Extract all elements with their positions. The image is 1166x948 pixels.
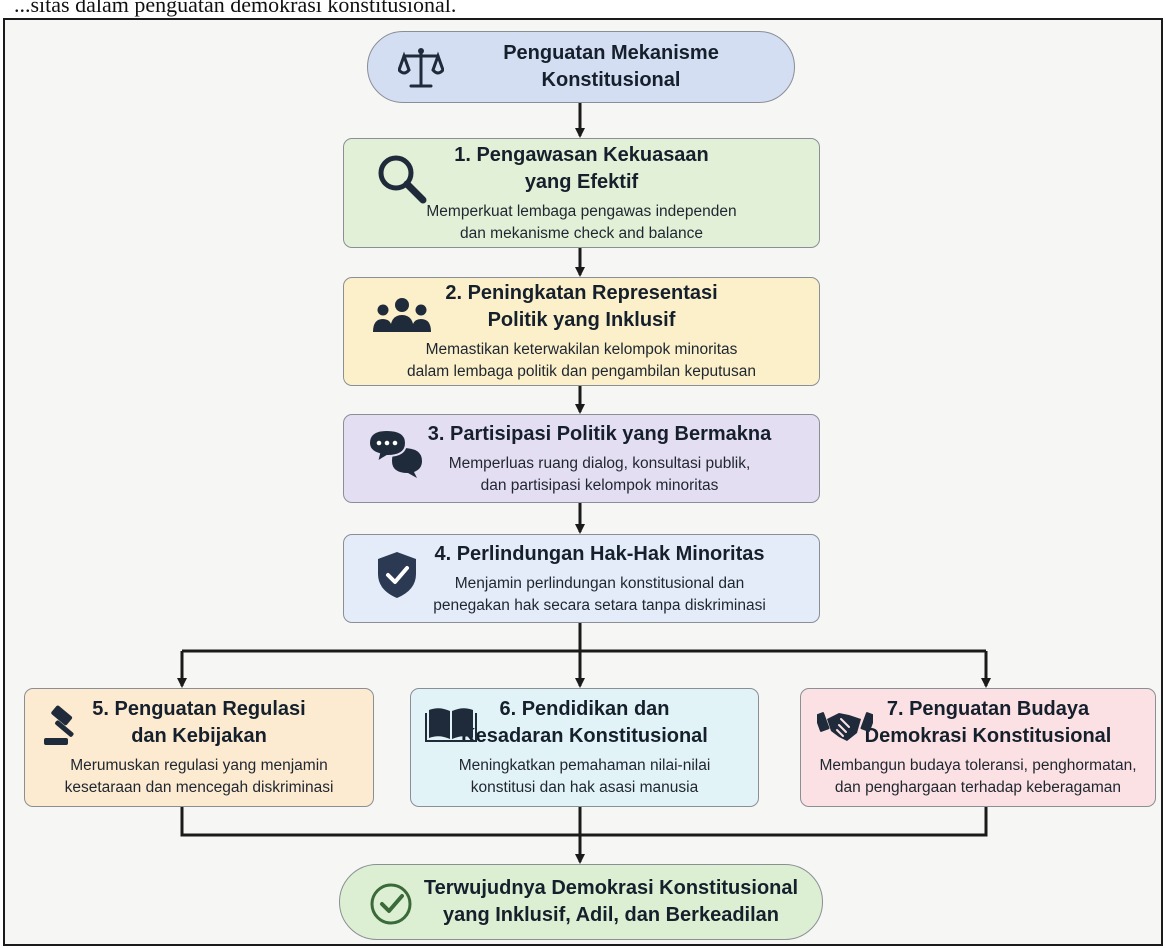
shield-check-icon	[372, 547, 422, 603]
branch-6-title: 6. Pendidikan dan Kesadaran Konstitusion…	[461, 698, 708, 747]
step-2-desc: Memastikan keterwakilan kelompok minorit…	[407, 341, 756, 380]
gavel-icon	[41, 703, 87, 749]
page-caption: ...sitas dalam penguatan demokrasi konst…	[14, 0, 457, 17]
check-circle-icon	[366, 879, 416, 929]
branch-5-box: 5. Penguatan Regulasi dan Kebijakan Meru…	[24, 688, 374, 807]
step-2-box: 2. Peningkatan Representasi Politik yang…	[343, 277, 820, 386]
step-1-box: 1. Pengawasan Kekuasaan yang Efektif Mem…	[343, 138, 820, 248]
branch-6-box: 6. Pendidikan dan Kesadaran Konstitusion…	[410, 688, 759, 807]
start-node: Penguatan Mekanisme Konstitusional	[367, 31, 795, 103]
branch-6-desc: Meningkatkan pemahaman nilai-nilai konst…	[458, 757, 711, 796]
step-3-title: 3. Partisipasi Politik yang Bermakna	[427, 422, 772, 445]
step-1-desc: Memperkuat lembaga pengawas independen d…	[426, 202, 737, 242]
open-book-icon	[425, 703, 477, 743]
merge-line	[180, 806, 988, 837]
end-node: Terwujudnya Demokrasi Konstitusional yan…	[339, 864, 823, 940]
chat-bubbles-icon	[366, 427, 426, 479]
branch-5-title: 5. Penguatan Regulasi dan Kebijakan	[92, 698, 306, 747]
start-title: Penguatan Mekanisme Konstitusional	[503, 42, 719, 91]
people-group-icon	[372, 294, 432, 338]
step-3-box: 3. Partisipasi Politik yang Bermakna Mem…	[343, 414, 820, 503]
branch-5-desc: Merumuskan regulasi yang menjamin keseta…	[64, 757, 334, 796]
step-4-desc: Menjamin perlindungan konstitusional dan…	[433, 574, 766, 614]
step-2-title: 2. Peningkatan Representasi Politik yang…	[445, 282, 718, 331]
step-4-box: 4. Perlindungan Hak-Hak Minoritas Menjam…	[343, 534, 820, 623]
magnifier-icon	[374, 151, 430, 207]
step-3-desc: Memperluas ruang dialog, konsultasi publ…	[448, 454, 751, 494]
branch-7-box: 7. Penguatan Budaya Demokrasi Konstitusi…	[800, 688, 1156, 807]
scales-icon	[396, 44, 446, 92]
step-4-title: 4. Perlindungan Hak-Hak Minoritas	[434, 542, 765, 565]
end-title: Terwujudnya Demokrasi Konstitusional yan…	[423, 877, 799, 926]
branch-7-desc: Membangun budaya toleransi, penghormatan…	[819, 757, 1137, 796]
branch-7-title: 7. Penguatan Budaya Demokrasi Konstitusi…	[864, 698, 1112, 747]
handshake-icon	[817, 705, 873, 745]
step-1-title: 1. Pengawasan Kekuasaan yang Efektif	[454, 143, 709, 193]
